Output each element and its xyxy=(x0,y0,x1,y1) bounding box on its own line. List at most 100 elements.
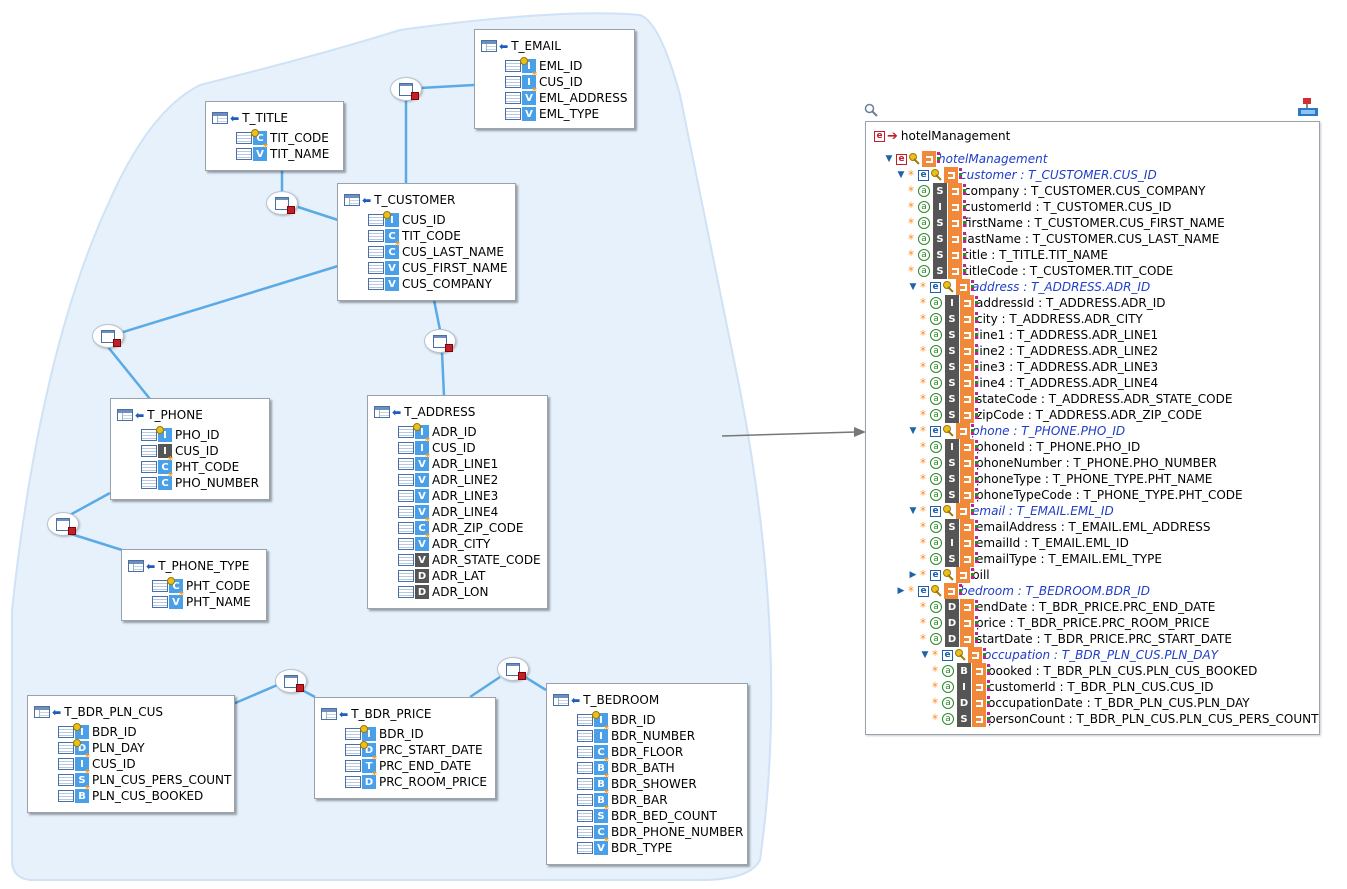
column-row[interactable]: BPLN_CUS_BOOKED xyxy=(58,784,231,804)
relation-node[interactable] xyxy=(266,191,298,215)
expand-toggle-icon[interactable]: ▼ xyxy=(909,426,917,436)
expand-toggle-icon[interactable]: ▼ xyxy=(921,650,929,660)
column-row[interactable]: TPRC_END_DATE xyxy=(345,754,487,774)
column-row[interactable]: SPLN_CUS_PERS_COUNT xyxy=(58,768,231,788)
search-icon[interactable] xyxy=(864,103,878,117)
relation-node[interactable] xyxy=(275,669,307,693)
relation-node[interactable] xyxy=(390,77,422,101)
int-icon[interactable] xyxy=(1297,97,1319,117)
expand-toggle-icon[interactable]: ▼ xyxy=(897,170,905,180)
expand-toggle-icon[interactable]: ▶ xyxy=(897,586,905,596)
table-bdr-price[interactable]: ⬅T_BDR_PRICEIBDR_IDDPRC_START_DATETPRC_E… xyxy=(314,697,496,799)
column-row[interactable]: CCUS_LAST_NAME xyxy=(368,240,508,260)
column-row[interactable]: BBDR_BAR xyxy=(577,788,743,808)
expand-toggle-icon[interactable]: ▶ xyxy=(909,570,917,580)
column-row[interactable]: VPHT_NAME xyxy=(152,590,251,610)
table-email[interactable]: ⬅T_EMAILIEML_IDICUS_IDVEML_ADDRESSVEML_T… xyxy=(474,29,635,129)
table-address[interactable]: ⬅T_ADDRESSIADR_IDICUS_IDVADR_LINE1VADR_L… xyxy=(367,395,548,609)
column-row[interactable]: CPHO_NUMBER xyxy=(141,471,259,491)
relation-node[interactable] xyxy=(47,512,79,536)
column-row[interactable]: BBDR_BATH xyxy=(577,756,743,776)
table-bdr-pln-cus[interactable]: ⬅T_BDR_PLN_CUSIBDR_IDDPLN_DAYICUS_IDSPLN… xyxy=(27,695,235,813)
table-customer[interactable]: ⬅T_CUSTOMERICUS_IDCTIT_CODECCUS_LAST_NAM… xyxy=(337,183,516,301)
column-row[interactable]: VTIT_NAME xyxy=(236,142,329,162)
column-row[interactable]: BBDR_SHOWER xyxy=(577,772,743,792)
relation-node[interactable] xyxy=(92,324,124,348)
expand-toggle-icon[interactable]: ▼ xyxy=(885,154,893,164)
relation-node[interactable] xyxy=(497,657,529,681)
table-bedroom[interactable]: ⬅T_BEDROOMIBDR_IDIBDR_NUMBERCBDR_FLOORBB… xyxy=(546,683,748,865)
column-row[interactable]: VBDR_TYPE xyxy=(577,836,743,856)
column-row[interactable]: SBDR_BED_COUNT xyxy=(577,804,743,824)
table-phone[interactable]: ⬅T_PHONEIPHO_IDICUS_IDCPHT_CODECPHO_NUMB… xyxy=(110,398,270,500)
relation-node[interactable] xyxy=(424,329,456,353)
expand-toggle-icon[interactable]: ▼ xyxy=(909,282,917,292)
